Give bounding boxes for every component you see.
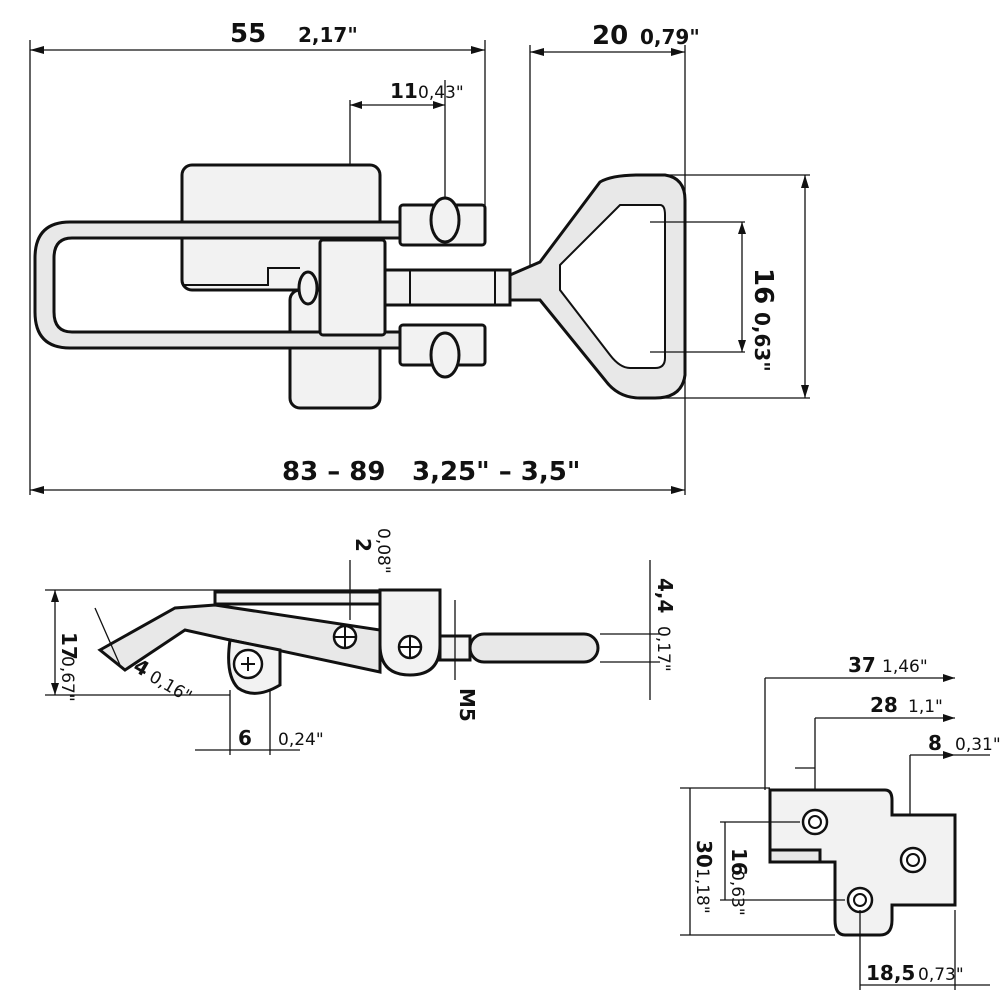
- dim-plate-height-in: 1,18": [692, 868, 712, 914]
- dim-slot-mm: 8: [928, 731, 942, 755]
- dim-plate-inner-mm: 28: [870, 693, 898, 717]
- dim-hole-offset-mm: 6: [238, 726, 252, 750]
- dim-rod-in: 0,17": [653, 626, 673, 672]
- dim-plate-width-mm: 37: [848, 653, 876, 677]
- dim-length-mm: 83 – 89: [282, 457, 385, 487]
- dim-rod-mm: 4,4: [653, 578, 677, 613]
- dim-hole-pitch-in: 0,63": [727, 870, 747, 916]
- dim-hole-x-in: 0,73": [918, 965, 964, 985]
- dim-lever-in: 0,16": [146, 667, 196, 707]
- dim-pin-offset-in: 0,43": [418, 83, 464, 103]
- dim-plate-inner-in: 1,1": [908, 697, 943, 717]
- dim-length-in: 3,25" – 3,5": [412, 457, 580, 487]
- top-view: 55 2,17" 20 0,79" 11 0,43": [29, 19, 810, 495]
- dim-loop-height-mm: 16: [748, 268, 778, 304]
- dim-loop-width-in: 0,79": [640, 25, 700, 49]
- dim-hole-offset-in: 0,24": [278, 730, 324, 750]
- dim-plate-height-mm: 30: [692, 840, 716, 868]
- dim-pin-offset-mm: 11: [390, 79, 418, 103]
- dim-thread: M5: [455, 688, 479, 722]
- dim-plate-gap-mm: 2: [351, 538, 375, 552]
- dim-width-mm: 55: [230, 19, 266, 49]
- dim-height-in: 0,67": [57, 656, 77, 702]
- dim-hole-pitch-mm: 16: [727, 848, 751, 876]
- dim-loop-height-in: 0,63": [750, 312, 774, 372]
- side-view: 17 0,67" 2 0,08" 4,4 0,17" M5: [45, 528, 677, 755]
- dim-plate-width-in: 1,46": [882, 657, 928, 677]
- plate-view: 37 1,46" 28 1,1" 8 0,31" 30 1,18": [680, 653, 1000, 990]
- dim-plate-gap-in: 0,08": [373, 528, 393, 574]
- dim-width-in: 2,17": [298, 23, 358, 47]
- dim-slot-in: 0,31": [955, 735, 1000, 755]
- dim-height-mm: 17: [57, 632, 81, 660]
- dim-loop-width-mm: 20: [592, 21, 628, 51]
- dim-hole-x-mm: 18,5: [866, 961, 915, 985]
